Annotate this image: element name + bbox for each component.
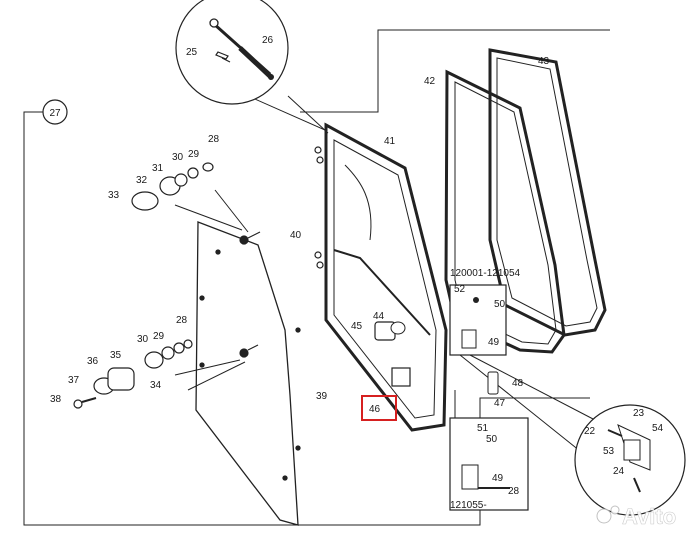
callout-52-a: 52 [454, 284, 466, 295]
callout-48: 48 [512, 378, 524, 389]
callout-46: 46 [369, 404, 381, 415]
callout-23: 23 [633, 408, 645, 419]
door-frame [314, 122, 448, 432]
watermark-text: Avito [622, 504, 676, 529]
callout-24: 24 [613, 466, 625, 477]
callout-33: 33 [108, 190, 120, 201]
callout-32: 32 [136, 175, 148, 186]
latch-detail [574, 404, 686, 516]
lower-bracket-detail [449, 417, 529, 511]
serial-range-upper: 120001-121054 [450, 268, 521, 279]
callout-38: 38 [50, 394, 62, 405]
callout-labels: 27 25 26 28 31 30 29 32 33 41 42 43 40 1… [42, 35, 664, 511]
callout-34: 34 [150, 380, 162, 391]
callout-50-b: 50 [486, 434, 498, 445]
callout-40: 40 [290, 230, 302, 241]
callout-45: 45 [351, 321, 363, 332]
avito-watermark: Avito [596, 504, 676, 529]
callout-39: 39 [316, 391, 328, 402]
callout-35: 35 [110, 350, 122, 361]
callout-51: 51 [477, 423, 489, 434]
callout-47: 47 [494, 398, 506, 409]
callout-22: 22 [584, 426, 596, 437]
callout-53: 53 [603, 446, 615, 457]
door-handle [374, 321, 499, 395]
mount-group-lower-left [73, 339, 259, 409]
callout-36: 36 [87, 356, 99, 367]
door-glass-panel [195, 221, 301, 526]
upper-bracket-detail [449, 284, 507, 356]
callout-54: 54 [652, 423, 664, 434]
callout-29-b: 29 [153, 331, 165, 342]
gas-strut-detail [175, 0, 289, 105]
callout-26: 26 [262, 35, 274, 46]
callout-30-a: 30 [172, 152, 184, 163]
callout-49-b: 49 [492, 473, 504, 484]
highlighted-callout-46: 46 [361, 395, 397, 421]
callout-44: 44 [373, 311, 385, 322]
callout-29-a: 29 [188, 149, 200, 160]
callout-28-c: 28 [508, 486, 520, 497]
callout-28-a: 28 [208, 134, 220, 145]
callout-37: 37 [68, 375, 80, 386]
serial-range-lower: 121055- [450, 500, 487, 511]
callout-49-a: 49 [488, 337, 500, 348]
mount-group-upper-left [131, 162, 261, 245]
callout-50-a: 50 [494, 299, 506, 310]
callout-30-b: 30 [137, 334, 149, 345]
callout-25: 25 [186, 47, 198, 58]
callout-28-b: 28 [176, 315, 188, 326]
door-seal-outer [488, 48, 607, 337]
callout-43: 43 [538, 56, 550, 67]
callout-41: 41 [384, 136, 396, 147]
callout-31: 31 [152, 163, 164, 174]
callout-27: 27 [49, 108, 61, 119]
callout-42: 42 [424, 76, 436, 87]
